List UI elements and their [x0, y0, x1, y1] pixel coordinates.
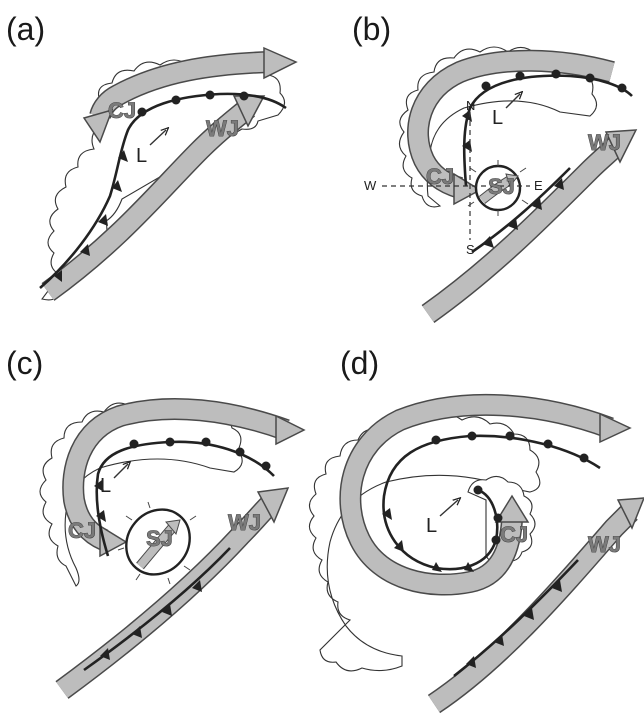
panel-label-b: (b) — [352, 11, 391, 47]
panel-label-d: (d) — [340, 345, 379, 381]
low-label-d: L — [426, 515, 437, 537]
jet-label-cj-d: CJ — [500, 522, 528, 547]
compass-n: N — [466, 98, 475, 113]
panel-a: (a) CJ WJ L — [6, 11, 296, 300]
low-label-a: L — [136, 145, 147, 167]
jet-label-cj-a: CJ — [108, 98, 136, 123]
low-label-b: L — [492, 107, 503, 129]
panel-label-c: (c) — [6, 345, 43, 381]
panel-label-a: (a) — [6, 11, 45, 47]
jet-label-cj-b: CJ — [426, 164, 454, 189]
compass-e: E — [534, 178, 543, 193]
jet-label-sj-b: SJ — [488, 174, 515, 199]
panel-d: (d) CJ WJ L — [309, 345, 644, 704]
jet-label-wj-c: WJ — [228, 510, 261, 535]
jet-label-cj-c: CJ — [68, 518, 96, 543]
low-label-c: L — [100, 475, 111, 497]
jet-label-wj-b: WJ — [588, 130, 621, 155]
compass-w: W — [364, 178, 377, 193]
compass-s: S — [466, 242, 475, 257]
jet-label-wj-d: WJ — [588, 532, 621, 557]
jet-label-wj-a: WJ — [206, 116, 239, 141]
panel-b: (b) N S E W CJ SJ WJ — [352, 11, 636, 314]
jet-label-sj-c: SJ — [146, 526, 173, 551]
panel-c: (c) CJ SJ WJ L — [6, 345, 304, 690]
